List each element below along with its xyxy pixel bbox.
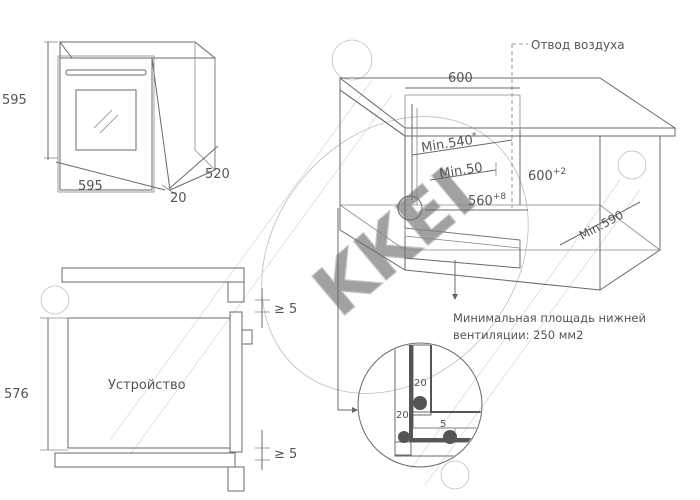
- marker-3: 3: [400, 434, 406, 444]
- oven-offset-label: 20: [170, 191, 187, 206]
- detail-5: 5: [440, 419, 446, 430]
- ventilation-label-line2: вентиляции: 250 мм2: [453, 328, 583, 342]
- cabinet-isometric-view: Отвод воздуха 600 Min.540* Min.50 600+2 …: [337, 38, 677, 413]
- detail-20-top: 20: [414, 378, 427, 389]
- oven-isometric-view: 595 595 520 20: [2, 41, 230, 206]
- width-600-label: 600: [448, 71, 473, 86]
- gap-bottom-label: ≥ 5: [274, 447, 297, 462]
- height-600-label: 600+2: [528, 167, 566, 184]
- min-50-label: Min.50: [438, 160, 484, 182]
- detail-magnifier: 20 20 5 2 1 3: [357, 342, 483, 468]
- gap-top-label: ≥ 5: [274, 302, 297, 317]
- device-height-label: 576: [4, 387, 29, 402]
- side-section-view: Устройство 576 ≥ 5 ≥ 5: [4, 267, 297, 492]
- marker-2: 2: [416, 399, 423, 410]
- watermark: KKEI: [40, 39, 647, 490]
- oven-width-label: 595: [78, 179, 103, 194]
- device-label: Устройство: [108, 378, 186, 393]
- width-560-label: 560+8: [468, 192, 506, 209]
- min-540-label: Min.540*: [420, 131, 479, 156]
- oven-depth-label: 520: [205, 167, 230, 182]
- marker-1: 1: [446, 433, 453, 444]
- detail-20-left: 20: [396, 410, 409, 421]
- air-outlet-label: Отвод воздуха: [531, 38, 625, 52]
- ventilation-label-line1: Минимальная площадь нижней: [453, 311, 646, 325]
- min-590-label: Min.590: [577, 208, 626, 243]
- oven-height-label: 595: [2, 93, 27, 108]
